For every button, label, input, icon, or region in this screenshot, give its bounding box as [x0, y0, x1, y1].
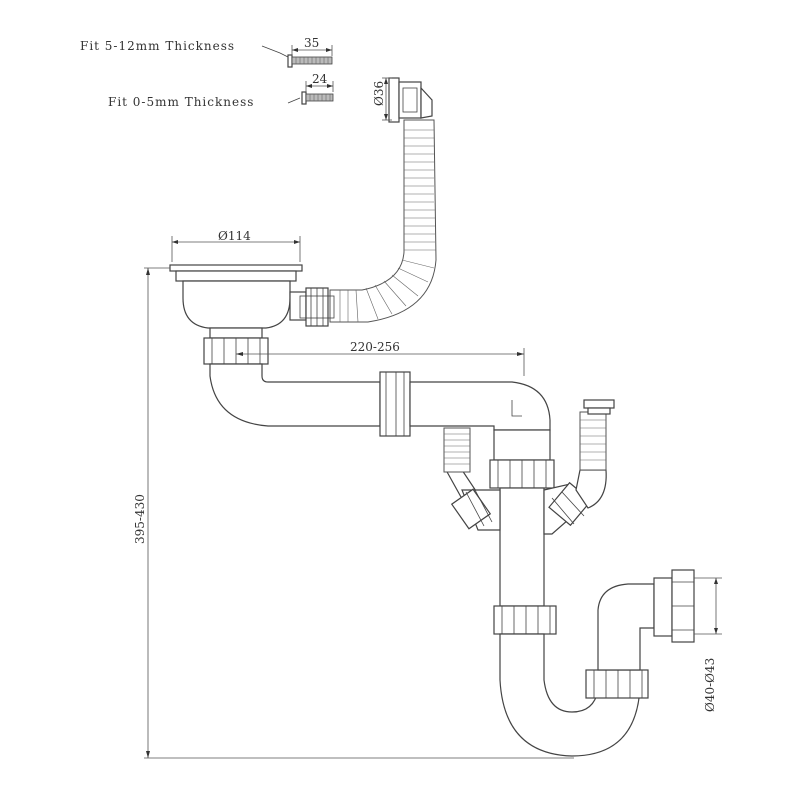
outlet-dia-text: Ø40-Ø43 [703, 658, 717, 712]
overflow-head: Ø36 [372, 77, 433, 123]
screw-callouts: Fit 5-12mm Thickness Fit 0-5mm Thickness… [80, 36, 334, 109]
overflow-dia-text: Ø36 [372, 81, 386, 106]
overflow-hose [329, 119, 437, 323]
u-trap [499, 569, 695, 757]
left-appliance-spigot [443, 427, 501, 531]
sink-basket: Ø114 [169, 229, 335, 339]
fit-thin-label: Fit 0-5mm Thickness [108, 95, 254, 109]
spacing-dimension: 220-256 [236, 340, 525, 376]
spacing-dim-text: 220-256 [350, 340, 400, 354]
fit-thick-label: Fit 5-12mm Thickness [80, 39, 235, 53]
basket-nut [203, 337, 269, 365]
screw-long-dimension: 35 [291, 36, 333, 56]
screw-short-dim-text: 24 [312, 72, 328, 86]
screw-long-dim-text: 35 [304, 36, 319, 50]
height-dim-text: 395-430 [133, 494, 147, 544]
leader-line-long [261, 45, 291, 59]
right-appliance-spigot [543, 399, 615, 535]
long-screw [287, 54, 333, 68]
upper-waste-pipe [209, 363, 551, 437]
leader-line-short [287, 97, 301, 104]
basket-dia-text: Ø114 [218, 229, 251, 243]
short-screw [301, 91, 334, 105]
outlet-dimension: Ø40-Ø43 [694, 577, 722, 712]
height-dimension: 395-430 [133, 267, 574, 759]
standpipe [489, 429, 557, 635]
screw-short-dimension: 24 [305, 72, 334, 92]
